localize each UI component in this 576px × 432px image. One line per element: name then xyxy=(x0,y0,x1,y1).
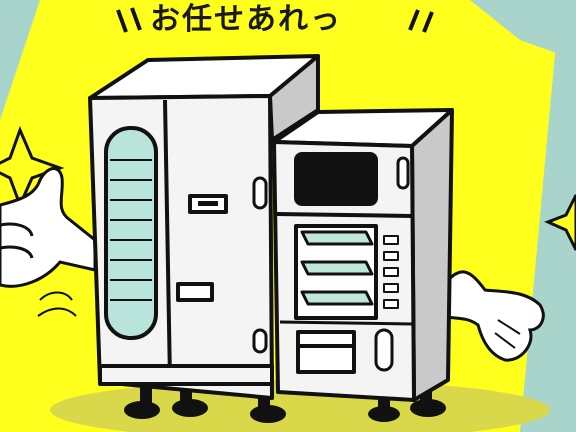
thumbs-up-hand-icon xyxy=(0,167,97,317)
tall-vending-machine xyxy=(88,54,320,400)
open-hand-icon xyxy=(438,270,545,362)
sparkle-icon xyxy=(544,194,576,251)
short-vending-machine xyxy=(272,108,454,402)
caption-text: お任せあれっ xyxy=(150,2,342,37)
